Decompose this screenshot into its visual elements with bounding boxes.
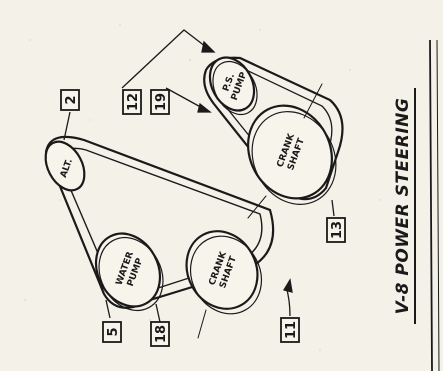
page-border-line-thin — [436, 39, 440, 371]
leader-12-arrow — [201, 40, 216, 53]
callout-5-box — [102, 321, 122, 343]
callout-2-text: 2 — [64, 95, 79, 104]
callout-2-box — [60, 89, 80, 111]
callout-19: 19 — [150, 89, 170, 115]
callout-12: 12 — [122, 89, 142, 115]
alternator-pulley — [44, 140, 86, 192]
ps-pump-pulley-rim — [212, 60, 258, 116]
callout-12-box — [122, 89, 142, 115]
crankshaft-pulley-left-rim — [189, 235, 263, 315]
water-pump-pulley-rim — [98, 237, 164, 311]
callout-19-box — [150, 89, 170, 115]
leader-18 — [155, 303, 161, 323]
left-belt-system — [44, 135, 275, 339]
diagram-title-text: V-8 POWER STEERING — [393, 98, 413, 315]
callout-13: 13 — [326, 217, 346, 243]
callout-2: 2 — [60, 89, 80, 111]
leader-2 — [63, 111, 71, 141]
callout-19-text: 19 — [154, 93, 169, 111]
callout-leaders — [63, 29, 335, 323]
leader-5 — [105, 299, 111, 319]
callout-13-box — [326, 217, 346, 243]
callout-18-box — [150, 321, 170, 347]
leader-12 — [121, 29, 211, 89]
callout-18: 18 — [150, 321, 170, 347]
crankshaft-pulley-right-rim — [251, 111, 337, 205]
callout-18-text: 18 — [154, 325, 169, 343]
callout-11-box — [280, 317, 300, 343]
diagram-title: V-8 POWER STEERING — [393, 88, 416, 324]
callout-11-text: 11 — [284, 321, 299, 339]
callout-11: 11 — [280, 317, 300, 343]
page-border-line — [429, 39, 433, 371]
callout-13-text: 13 — [330, 221, 345, 239]
callout-5: 5 — [102, 321, 122, 343]
callout-5-text: 5 — [106, 327, 121, 336]
callout-12-text: 12 — [126, 93, 141, 111]
crankshaft-pulley-left — [185, 230, 259, 310]
right-belt-system — [203, 56, 344, 205]
leader-13 — [331, 199, 335, 217]
leader-11-arrow — [282, 278, 293, 293]
pencil-stroke — [303, 83, 323, 119]
pencil-stroke — [247, 195, 267, 219]
leader-19-arrow — [197, 102, 212, 113]
pencil-stroke — [197, 309, 207, 339]
belt-alt-waterpump-crank — [44, 135, 275, 309]
